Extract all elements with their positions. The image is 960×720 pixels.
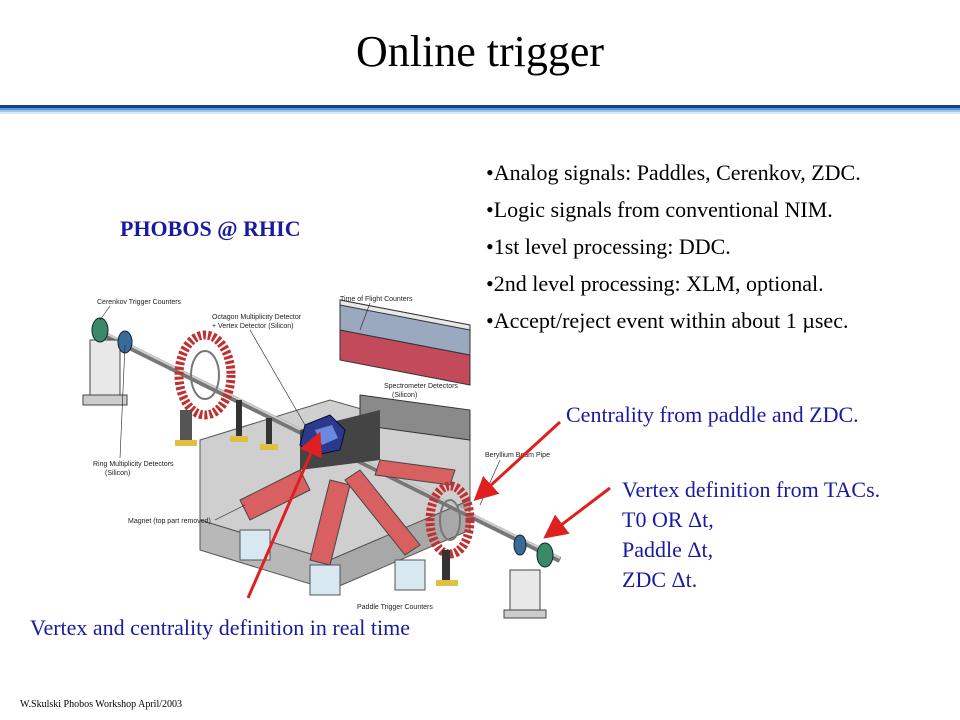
slide-title: Online trigger: [355, 27, 605, 76]
label-spectrometer-1: Spectrometer Detectors: [384, 383, 458, 390]
arrow-realtime: [246, 431, 322, 599]
cerenkov-counter-left: [82, 317, 133, 406]
realtime-note: Vertex and centrality definition in real…: [30, 615, 410, 640]
label-cerenkov: Cerenkov Trigger Counters: [97, 299, 182, 306]
bullet-item: 1st level processing: DDC.: [486, 228, 861, 265]
bullet-list: Analog signals: Paddles, Cerenkov, ZDC. …: [486, 154, 861, 339]
centrality-note: Centrality from paddle and ZDC.: [566, 402, 859, 427]
vertex-line: Paddle Δt,: [622, 537, 714, 562]
arrow-vertex: [543, 486, 611, 539]
label-ring-1: Ring Multiplicity Detectors: [93, 461, 174, 468]
magnet-arms: [239, 459, 456, 596]
label-magnet: Magnet (top part removed): [128, 518, 211, 525]
label-ring-2: (Silicon): [105, 470, 130, 477]
bullet-item: Analog signals: Paddles, Cerenkov, ZDC.: [486, 154, 861, 191]
label-beryllium: Beryllium Beam Pipe: [485, 452, 550, 459]
label-octagon-2: + Vertex Detector (Silicon): [212, 323, 294, 330]
vertex-heading: Vertex definition from TACs.: [622, 477, 881, 502]
bullet-item: Logic signals from conventional NIM.: [486, 191, 861, 228]
vertex-line: ZDC Δt.: [622, 567, 698, 592]
phobos-subtitle: PHOBOS @ RHIC: [120, 216, 301, 241]
ring-multiplicity-detector-left: [174, 330, 236, 446]
label-octagon-1: Octagon Multiplicity Detector: [212, 314, 302, 321]
vertex-note: Vertex definition from TACs. T0 OR Δt, P…: [622, 475, 880, 595]
diagram-labels: Cerenkov Trigger Counters Time of Flight…: [93, 296, 550, 611]
label-spectrometer-2: (Silicon): [392, 392, 417, 399]
vertex-line: T0 OR Δt,: [622, 507, 714, 532]
slide-footer: W.Skulski Phobos Workshop April/2003: [20, 699, 182, 710]
ring-detector-right: [425, 481, 475, 586]
bullet-item: 2nd level processing: XLM, optional.: [486, 265, 861, 302]
bullet-item: Accept/reject event within about 1 µsec.: [486, 302, 861, 339]
label-paddle: Paddle Trigger Counters: [357, 604, 433, 611]
label-tof: Time of Flight Counters: [340, 296, 413, 303]
cerenkov-counter-right: [503, 534, 554, 619]
arrow-centrality: [473, 420, 562, 502]
pipe-supports: [230, 400, 278, 450]
tof-counter-wall: [339, 299, 471, 386]
